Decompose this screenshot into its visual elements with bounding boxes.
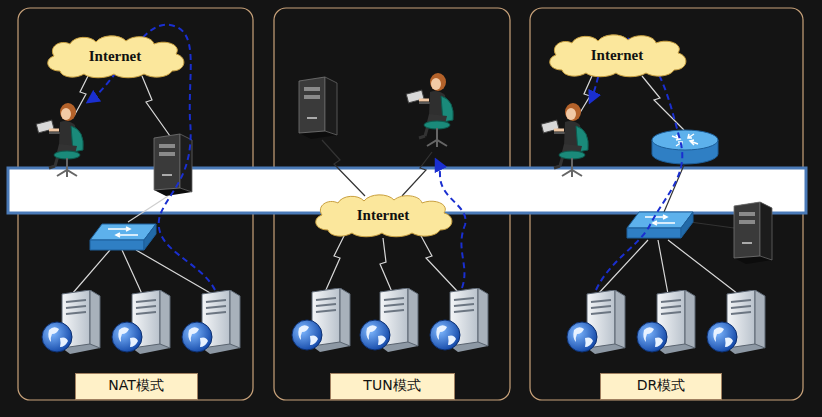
internet-cloud: Internet [542, 32, 692, 78]
real-server [637, 290, 695, 354]
real-server [112, 290, 170, 354]
cloud-label: Internet [357, 207, 410, 224]
mode-title: DR模式 [637, 377, 686, 395]
real-server [707, 290, 765, 354]
mode-label: NAT模式 [75, 373, 198, 400]
real-server [292, 288, 350, 352]
mode-title: NAT模式 [108, 377, 164, 395]
cloud-shape [316, 195, 452, 237]
network-switch [90, 224, 156, 250]
real-server [42, 290, 100, 354]
real-server [567, 290, 625, 354]
mode-label: TUN模式 [330, 373, 455, 400]
load-balancer [299, 77, 337, 139]
cloud-shape [550, 35, 686, 77]
client-user [36, 103, 83, 177]
internet-cloud: Internet [40, 33, 190, 79]
client-user [541, 103, 588, 177]
network-wires [578, 76, 738, 294]
real-server [430, 288, 488, 352]
router [652, 130, 718, 164]
cloud-label: Internet [89, 48, 142, 65]
load-balancer [734, 202, 772, 264]
real-server [360, 288, 418, 352]
client-user [406, 73, 453, 147]
network-switch [627, 212, 693, 238]
mode-title: TUN模式 [363, 377, 420, 395]
network-wires [72, 76, 212, 294]
mode-label: DR模式 [600, 373, 722, 400]
internet-cloud: Internet [308, 192, 458, 238]
cloud-label: Internet [591, 47, 644, 64]
cloud-shape [48, 36, 184, 78]
real-server [182, 290, 240, 354]
